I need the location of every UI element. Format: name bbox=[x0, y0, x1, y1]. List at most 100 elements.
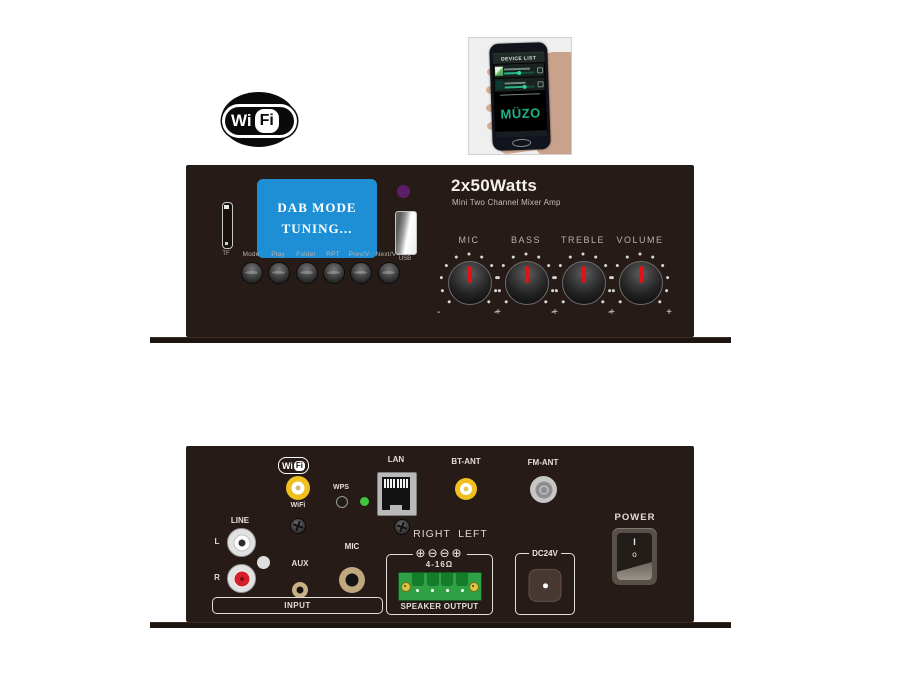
knob-pointer bbox=[525, 266, 529, 283]
device-list-item[interactable] bbox=[494, 77, 545, 92]
rpt-button-label: RPT bbox=[326, 251, 340, 258]
mic-knob[interactable]: - + bbox=[437, 251, 501, 318]
wifi-logo-fi: Fi bbox=[254, 109, 279, 133]
wifi-badge: Wi Fi bbox=[278, 457, 310, 474]
aux-jack[interactable] bbox=[292, 582, 308, 598]
screw bbox=[290, 518, 306, 534]
knob-min-label: - bbox=[608, 307, 612, 318]
mic-jack[interactable] bbox=[339, 567, 365, 593]
rear-panel: Wi Fi WiFi WPS LAN BT-ANT FM-ANT bbox=[186, 446, 694, 622]
lan-pins bbox=[384, 479, 408, 488]
mic-knob-group: MIC - + bbox=[437, 235, 501, 318]
folder-button-label: Folder bbox=[296, 251, 316, 258]
power-switch[interactable]: I o bbox=[612, 528, 657, 585]
volume-slider[interactable] bbox=[504, 70, 535, 75]
speaker-icon[interactable] bbox=[536, 66, 544, 73]
fm-ant-label: FM-ANT bbox=[527, 458, 559, 467]
bass-knob-group: BASS - + bbox=[494, 235, 558, 318]
next-button-label: Next/V+ bbox=[375, 251, 401, 258]
line-r-rca-jack[interactable] bbox=[227, 564, 256, 593]
volume-knob[interactable]: - + bbox=[608, 251, 672, 318]
small-round-button[interactable] bbox=[257, 556, 270, 569]
product-subtitle: Mini Two Channel Mixer Amp bbox=[452, 198, 561, 207]
wps-led bbox=[360, 497, 369, 506]
album-art bbox=[495, 80, 504, 90]
knob-max-label: + bbox=[495, 307, 501, 318]
speaker-output-box: ⊕⊖⊖⊕ 4-16Ω SPEAKER OUTPUT bbox=[386, 546, 493, 615]
knob-min-label: - bbox=[551, 307, 555, 318]
tf-label: TF bbox=[222, 251, 230, 257]
lan-port[interactable] bbox=[377, 472, 417, 516]
line-r-label: R bbox=[214, 573, 220, 582]
screw bbox=[394, 519, 410, 535]
phone-bottom-bar bbox=[495, 130, 548, 138]
wps-button[interactable] bbox=[336, 496, 348, 508]
wifi-logo-pill: Wi Fi bbox=[222, 104, 297, 138]
rpt-button[interactable] bbox=[323, 262, 345, 284]
wifi-connector-label: WiFi bbox=[290, 502, 306, 509]
switch-off-mark: o bbox=[632, 550, 637, 559]
prev-button[interactable] bbox=[350, 262, 372, 284]
device-title-placeholder bbox=[504, 81, 526, 85]
knob-pointer bbox=[468, 266, 472, 283]
line-l-rca-jack[interactable] bbox=[227, 528, 256, 557]
lcd-line1: DAB MODE bbox=[277, 200, 357, 216]
prev-button-label: Prev/V- bbox=[348, 251, 372, 258]
play-button[interactable] bbox=[268, 262, 290, 284]
left-channel-label: LEFT bbox=[458, 528, 488, 540]
volume-slider[interactable] bbox=[504, 84, 536, 89]
folder-button[interactable] bbox=[296, 262, 318, 284]
wps-label: WPS bbox=[333, 484, 349, 491]
line-label: LINE bbox=[230, 516, 250, 525]
speaker-icon[interactable] bbox=[537, 80, 544, 87]
knob-min-label: - bbox=[494, 307, 498, 318]
usb-label: USB bbox=[398, 256, 412, 262]
lan-label: LAN bbox=[387, 455, 405, 464]
speaker-terminal-block[interactable] bbox=[398, 572, 482, 601]
dc-power-box: DC24V bbox=[515, 549, 575, 615]
bt-antenna-connector[interactable] bbox=[455, 478, 477, 500]
product-title: 2x50Watts bbox=[451, 176, 538, 195]
play-button-label: Play bbox=[271, 251, 285, 258]
dc-barrel-jack[interactable] bbox=[528, 568, 562, 602]
bt-ant-label: BT-ANT bbox=[451, 457, 481, 466]
terminal-posts bbox=[412, 573, 468, 587]
wifi-badge-wi: Wi bbox=[282, 460, 293, 471]
treble-knob[interactable]: - + bbox=[551, 251, 615, 318]
device-list-item[interactable] bbox=[493, 63, 545, 78]
polarity-symbols: ⊕⊖⊖⊕ bbox=[412, 546, 467, 560]
next-button[interactable] bbox=[378, 262, 400, 284]
status-led bbox=[397, 185, 410, 198]
tf-card-slot[interactable] bbox=[222, 202, 233, 249]
impedance-label: 4-16Ω bbox=[425, 560, 454, 569]
right-channel-label: RIGHT bbox=[413, 528, 451, 540]
input-group-box: INPUT bbox=[212, 597, 383, 614]
phone-photo: DEVICE LIST bbox=[468, 37, 572, 155]
phone-screen: DEVICE LIST bbox=[492, 51, 548, 138]
wifi-antenna-connector[interactable] bbox=[286, 476, 310, 500]
switch-on-mark: I bbox=[633, 537, 636, 547]
front-panel: TF DAB MODE TUNING... USB Mode Play Fold… bbox=[186, 165, 694, 337]
knob-max-label: + bbox=[552, 307, 558, 318]
mic-jack-label: MIC bbox=[344, 542, 360, 551]
mode-button-label: Mode bbox=[242, 251, 260, 258]
wifi-logo-wi: Wi bbox=[231, 111, 252, 130]
speaker-output-label: SPEAKER OUTPUT bbox=[400, 602, 479, 611]
knob-max-label: + bbox=[609, 307, 615, 318]
usb-port[interactable] bbox=[395, 211, 417, 255]
rocker-face bbox=[617, 562, 652, 580]
mode-button[interactable] bbox=[241, 262, 263, 284]
dc-label: DC24V bbox=[529, 549, 561, 558]
bass-knob[interactable]: - + bbox=[494, 251, 558, 318]
treble-knob-group: TREBLE - + bbox=[551, 235, 615, 318]
input-label: INPUT bbox=[284, 601, 311, 610]
line-l-label: L bbox=[214, 537, 220, 546]
treble-knob-label: TREBLE bbox=[560, 235, 605, 245]
knob-pointer bbox=[639, 266, 643, 283]
home-button[interactable] bbox=[511, 138, 532, 148]
volume-knob-group: VOLUME - + bbox=[608, 235, 672, 318]
smartphone: DEVICE LIST bbox=[489, 42, 551, 151]
front-panel-base bbox=[150, 337, 731, 343]
fm-antenna-connector[interactable] bbox=[530, 476, 557, 503]
